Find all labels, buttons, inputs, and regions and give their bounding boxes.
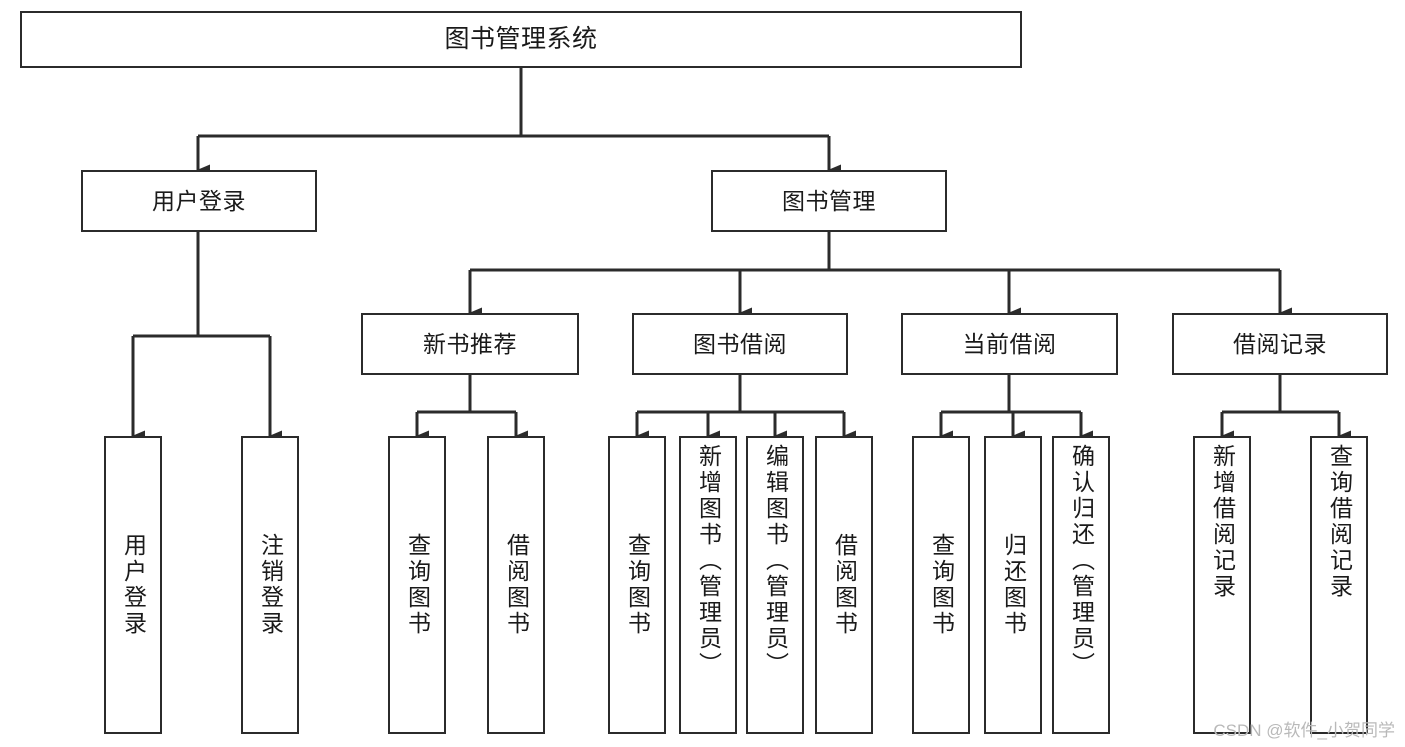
node-records[interactable]: 借阅记录 [1172, 313, 1388, 375]
node-label: 新书推荐 [423, 330, 517, 357]
node-borrow[interactable]: 图书借阅 [632, 313, 848, 375]
node-current[interactable]: 当前借阅 [901, 313, 1118, 375]
node-label: 新增图书（管理员） [695, 444, 722, 678]
node-label: 归还图书 [1000, 533, 1027, 637]
node-label: 确认归还（管理员） [1068, 444, 1095, 678]
node-label: 图书管理 [782, 187, 876, 214]
node-label: 借阅图书 [831, 533, 858, 637]
node-label: 查询图书 [928, 533, 955, 637]
node-leaf-rc-query[interactable]: 查询借阅记录 [1310, 436, 1368, 734]
node-label: 图书借阅 [693, 330, 787, 357]
node-label: 用户登录 [152, 187, 246, 214]
node-label: 编辑图书（管理员） [762, 444, 789, 678]
node-label: 查询图书 [404, 533, 431, 637]
node-label: 借阅记录 [1233, 330, 1327, 357]
node-bookmgmt[interactable]: 图书管理 [711, 170, 947, 232]
node-login[interactable]: 用户登录 [81, 170, 317, 232]
node-label: 新增借阅记录 [1209, 444, 1236, 600]
node-root[interactable]: 图书管理系统 [20, 11, 1022, 68]
node-leaf-nb-query[interactable]: 查询图书 [388, 436, 446, 734]
node-label: 注销登录 [257, 533, 284, 637]
node-label: 查询图书 [624, 533, 651, 637]
node-leaf-cu-return[interactable]: 归还图书 [984, 436, 1042, 734]
node-leaf-bw-borrow[interactable]: 借阅图书 [815, 436, 873, 734]
node-leaf-login[interactable]: 用户登录 [104, 436, 162, 734]
node-leaf-cu-query[interactable]: 查询图书 [912, 436, 970, 734]
node-leaf-nb-borrow[interactable]: 借阅图书 [487, 436, 545, 734]
node-label: 用户登录 [120, 533, 147, 637]
node-newbook[interactable]: 新书推荐 [361, 313, 579, 375]
node-leaf-bw-query[interactable]: 查询图书 [608, 436, 666, 734]
node-label: 图书管理系统 [444, 25, 598, 54]
node-leaf-cu-confirm[interactable]: 确认归还（管理员） [1052, 436, 1110, 734]
node-label: 当前借阅 [962, 330, 1057, 357]
node-leaf-bw-add[interactable]: 新增图书（管理员） [679, 436, 737, 734]
node-leaf-bw-edit[interactable]: 编辑图书（管理员） [746, 436, 804, 734]
node-leaf-logout[interactable]: 注销登录 [241, 436, 299, 734]
node-label: 查询借阅记录 [1326, 444, 1353, 600]
node-leaf-rc-add[interactable]: 新增借阅记录 [1193, 436, 1251, 734]
node-label: 借阅图书 [503, 533, 530, 637]
